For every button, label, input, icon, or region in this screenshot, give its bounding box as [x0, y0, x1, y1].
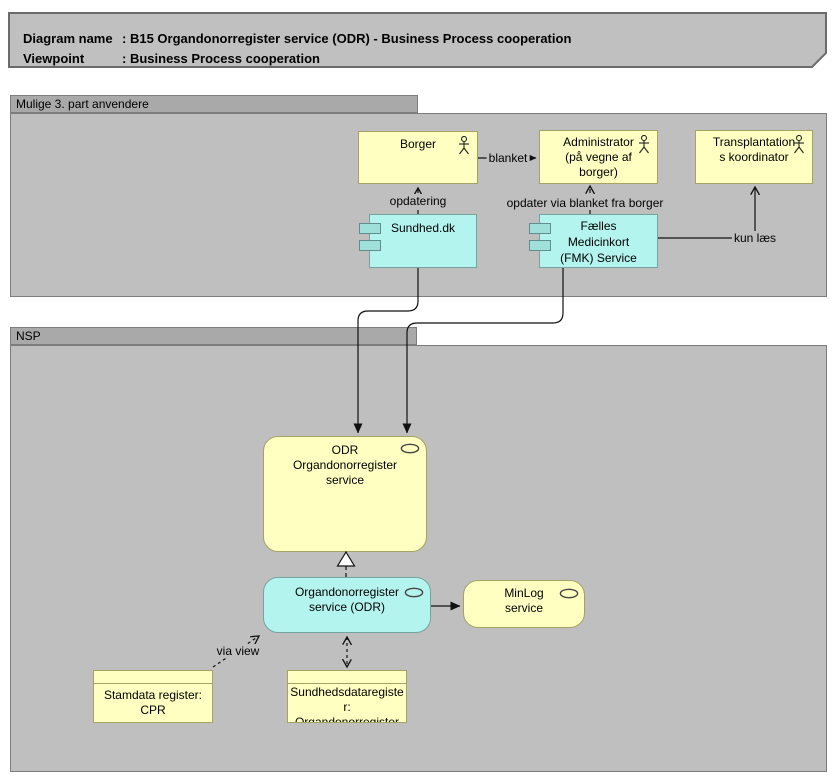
- node-label-line: Sundhedsdataregiste: [290, 685, 404, 699]
- title-sep: :: [122, 51, 127, 66]
- object-band: [288, 671, 406, 684]
- group-nsp-tab[interactable]: NSP: [10, 327, 417, 345]
- node-transplantations-koordinator[interactable]: Transplantation s koordinator: [695, 130, 813, 184]
- node-borger[interactable]: Borger: [358, 131, 478, 184]
- node-label-line: Organdonorregister: [292, 458, 398, 472]
- title-label: Viewpoint: [23, 51, 85, 66]
- node-stamdata-register-cpr[interactable]: Stamdata register: CPR: [93, 670, 213, 723]
- node-label: Sundhed.dk: [390, 221, 456, 235]
- component-port-icon: [359, 240, 381, 251]
- node-label-line: r:: [343, 700, 351, 714]
- node-label-line: service (ODR): [308, 600, 385, 614]
- node-label-line: Fælles: [580, 219, 617, 233]
- node-fmk-service[interactable]: Fælles Medicinkort (FMK) Service: [529, 214, 658, 268]
- service-oval-icon: [400, 443, 420, 457]
- node-organdonorregister-service-odr[interactable]: Organdonorregister service (ODR): [263, 577, 431, 633]
- node-label-line: Organdonorregister: [294, 585, 400, 599]
- title-value: B15 Organdonorregister service (ODR) - B…: [129, 31, 572, 46]
- title-sep: :: [122, 31, 127, 46]
- title-row-viewpoint: Viewpoint: Business Process cooperation: [23, 49, 571, 69]
- node-label-line: MinLog: [504, 586, 544, 600]
- service-oval-icon: [404, 587, 424, 601]
- component-port-icon: [529, 240, 551, 251]
- group-third-party-label: Mulige 3. part anvendere: [16, 97, 149, 111]
- node-odr-organdonorregister-service[interactable]: ODR Organdonorregister service: [263, 436, 427, 552]
- title-label: Diagram name: [23, 31, 113, 46]
- node-label-line: Organdonorregister: [294, 715, 400, 723]
- node-administrator[interactable]: Administrator (på vegne af borger): [539, 130, 658, 184]
- node-label-line: (FMK) Service: [560, 251, 637, 265]
- node-sundhed-dk[interactable]: Sundhed.dk: [359, 214, 477, 268]
- title-row-diagram-name: Diagram name: B15 Organdonorregister ser…: [23, 29, 571, 49]
- node-label-line: borger): [579, 165, 618, 179]
- node-label: Borger: [399, 137, 437, 151]
- node-label-line: Administrator: [563, 135, 634, 149]
- diagram-title-box: Diagram name: B15 Organdonorregister ser…: [8, 12, 827, 68]
- node-sundhedsdataregister[interactable]: Sundhedsdataregiste r: Organdonorregiste…: [287, 670, 407, 723]
- node-label-line: service: [504, 601, 543, 615]
- group-nsp-label: NSP: [16, 329, 41, 343]
- connection-label-opdater-via-blanket: opdater via blanket fra borger: [504, 196, 666, 210]
- actor-icon: [638, 134, 650, 157]
- actor-icon: [458, 135, 470, 158]
- node-label-line: service: [325, 473, 364, 487]
- component-port-icon: [529, 223, 551, 234]
- service-oval-icon: [559, 588, 579, 602]
- component-port-icon: [359, 223, 381, 234]
- connection-label-blanket: blanket: [486, 151, 530, 165]
- connection-label-kun-laes: kun læs: [731, 231, 779, 245]
- diagram-title-text: Diagram name: B15 Organdonorregister ser…: [23, 29, 571, 69]
- node-label-line: (på vegne af: [565, 150, 632, 164]
- node-label-line: Stamdata register:: [103, 688, 203, 702]
- group-third-party-tab[interactable]: Mulige 3. part anvendere: [10, 95, 418, 113]
- node-label-line: ODR: [331, 443, 359, 457]
- title-shape: [8, 12, 827, 68]
- node-label-line: CPR: [140, 703, 166, 717]
- node-label-line: s koordinator: [719, 150, 789, 164]
- title-value: Business Process cooperation: [129, 51, 320, 66]
- object-band: [94, 671, 212, 684]
- node-label-line: Transplantation: [712, 135, 796, 149]
- node-label-line: Medicinkort: [567, 235, 630, 249]
- node-minlog-service[interactable]: MinLog service: [463, 580, 585, 628]
- actor-icon: [793, 134, 805, 157]
- connection-label-opdatering: opdatering: [387, 194, 449, 208]
- connection-label-via-view: via view: [214, 644, 262, 658]
